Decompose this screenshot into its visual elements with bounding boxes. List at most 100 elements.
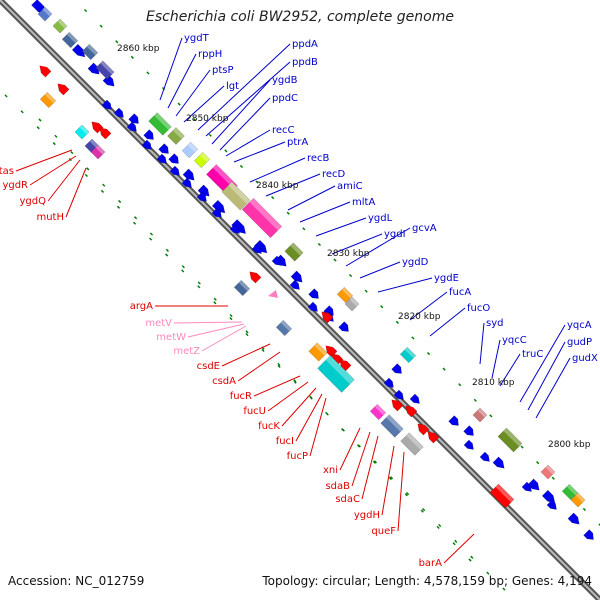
- tick-track-outer: [473, 398, 477, 402]
- tick-track-inner: [277, 364, 281, 368]
- cluster-block-shine: [374, 404, 386, 416]
- scale-label: 2860 kbp: [117, 44, 160, 54]
- tick-track-inner: [213, 301, 217, 305]
- cluster-block: [193, 151, 211, 169]
- cluster-block: [336, 286, 354, 304]
- forward-gene-label: ygdD: [402, 257, 429, 268]
- forward-gene-label: ptsP: [212, 65, 234, 76]
- forward-gene-arrow-shape: [251, 243, 262, 254]
- forward-gene-arrow-shape: [338, 321, 349, 332]
- reverse-gene-label: fucI: [276, 436, 294, 447]
- tick-track-inner-2: [356, 444, 361, 448]
- cluster-block-shine: [290, 242, 304, 256]
- tick-track-outer: [333, 258, 337, 262]
- tick-track-inner-2: [452, 542, 456, 546]
- reverse-gene-arrow: [39, 65, 52, 78]
- cluster-block: [317, 355, 355, 393]
- forward-gene-arrow: [156, 153, 167, 164]
- forward-gene-arrow: [182, 168, 195, 181]
- reverse-gene-label-leader: [15, 149, 73, 172]
- forward-gene-arrow-shape: [113, 107, 124, 118]
- cluster-block-shine: [566, 484, 578, 496]
- forward-gene-label: amiC: [337, 181, 363, 192]
- map-title: Escherichia coli BW2952, complete genome: [146, 9, 454, 25]
- forward-gene-label: ygdI: [384, 229, 406, 240]
- tick-track-inner-2: [70, 151, 74, 155]
- cluster-block-shine: [187, 142, 198, 153]
- forward-gene-arrow-shape: [308, 288, 319, 299]
- reverse-gene-label: fucU: [243, 406, 266, 417]
- tick-track-inner: [116, 205, 121, 209]
- reverse-gene-arrow: [91, 121, 104, 134]
- tick-track-inner: [197, 285, 201, 289]
- cluster-block: [489, 483, 515, 509]
- reverse-gene-arrow: [417, 423, 430, 436]
- tick-track-inner-2: [229, 313, 233, 318]
- tick-track-outer: [271, 196, 275, 200]
- tick-track-inner: [405, 492, 410, 496]
- forward-gene-label: recC: [272, 125, 295, 136]
- forward-gene-arrow-shape: [71, 43, 86, 58]
- cluster-block-shine: [280, 320, 292, 332]
- cluster-block: [74, 124, 90, 140]
- forward-gene-arrow: [128, 113, 139, 124]
- reverse-gene-label: ygdR: [2, 180, 28, 191]
- reverse-gene-label-leader: [351, 431, 371, 487]
- cluster-block: [399, 346, 417, 364]
- cluster-block-rect: [167, 127, 185, 145]
- forward-gene-arrow: [168, 153, 179, 164]
- cluster-block-shine: [404, 347, 416, 359]
- forward-gene-label: fucA: [449, 287, 471, 298]
- tick-track-inner: [229, 317, 233, 321]
- cluster-block-rect: [369, 403, 387, 421]
- cluster-block-rect: [275, 319, 293, 337]
- forward-gene-arrow: [391, 363, 402, 374]
- reverse-gene-label: csdE: [197, 361, 220, 372]
- cluster-block-rect: [472, 407, 488, 423]
- reverse-gene-label: sdaC: [335, 494, 360, 505]
- tick-track-inner-2: [372, 460, 377, 464]
- forward-gene-arrow-shape: [567, 512, 580, 525]
- tick-track-outer: [426, 351, 431, 356]
- cluster-block-rect: [241, 197, 283, 239]
- cluster-block-rect: [148, 112, 172, 136]
- forward-gene-arrow: [492, 456, 505, 469]
- cluster-block: [380, 414, 404, 438]
- tick-track-inner-2: [102, 183, 106, 187]
- forward-gene-arrow: [308, 288, 319, 299]
- forward-gene-arrow-shape: [211, 207, 222, 218]
- forward-gene-arrow: [169, 165, 180, 176]
- forward-gene-arrow: [251, 243, 262, 254]
- scale-label: 2850 kbp: [186, 114, 229, 124]
- forward-gene-label: syd: [486, 318, 503, 329]
- cluster-block-shine: [249, 198, 282, 231]
- cluster-block-rect: [308, 342, 328, 362]
- cluster-block-shine: [100, 60, 115, 75]
- forward-gene-label-leader: [233, 141, 286, 163]
- cluster-block-rect: [399, 346, 417, 364]
- cluster-block-rect: [336, 286, 354, 304]
- forward-gene-label: ygdE: [434, 273, 459, 284]
- tick-track-inner: [20, 110, 24, 114]
- cluster-block-shine: [154, 112, 172, 130]
- cluster-block-rect: [193, 151, 211, 169]
- forward-gene-label-leader: [197, 43, 291, 131]
- forward-gene-arrow: [289, 279, 300, 290]
- reverse-gene-arrow: [99, 127, 112, 140]
- scale-label: 2800 kbp: [548, 440, 591, 450]
- tick-track-outer: [177, 102, 181, 106]
- tick-track-inner-2: [388, 476, 392, 481]
- tick-track-outer: [317, 242, 322, 247]
- tick-track-outer: [536, 461, 540, 465]
- tick-track-outer: [99, 24, 103, 28]
- cluster-block: [148, 112, 172, 136]
- tick-track-outer: [208, 133, 212, 137]
- cluster-block: [308, 342, 328, 362]
- cluster-block-rect: [90, 144, 106, 160]
- forward-gene-label-leader: [519, 324, 566, 403]
- trna-gene-label-leader: [173, 321, 243, 324]
- tick-track-inner: [438, 523, 442, 528]
- reverse-gene-label-leader: [47, 159, 81, 202]
- cluster-block-rect: [233, 279, 251, 297]
